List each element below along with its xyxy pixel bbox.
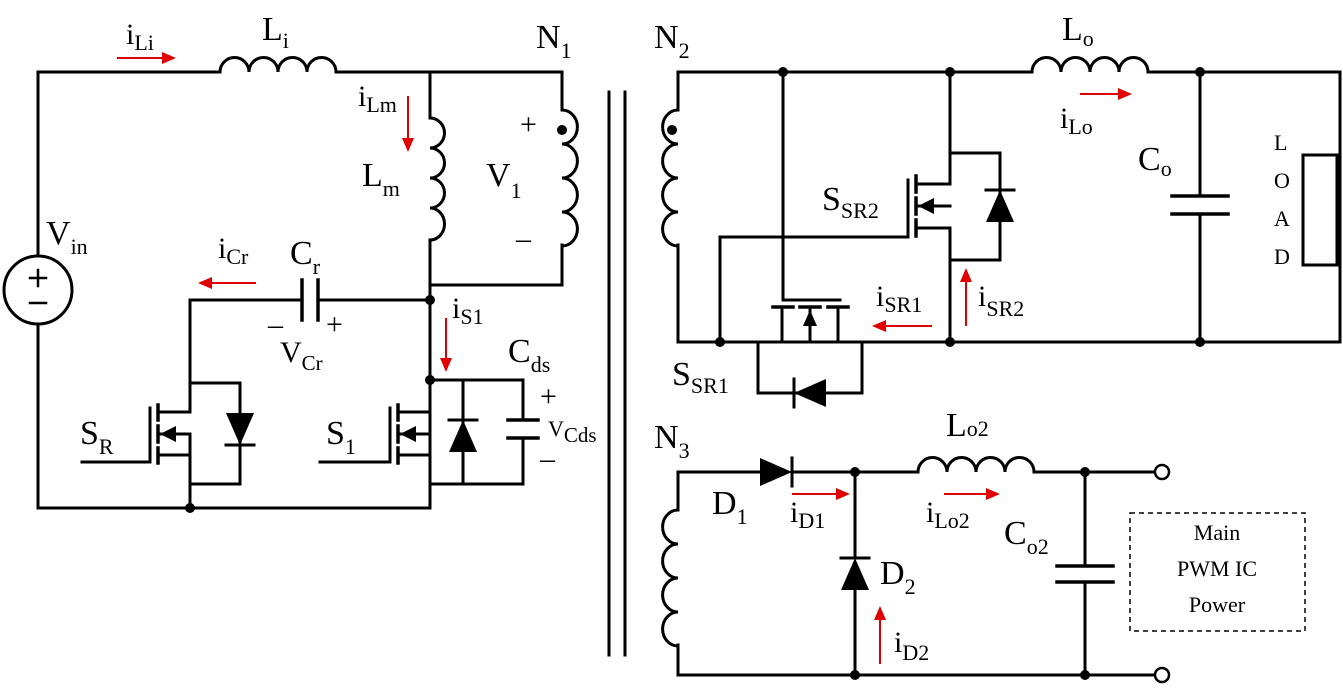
label-lo2: Lo2 bbox=[946, 407, 989, 444]
label-ili: iLi bbox=[126, 18, 154, 55]
capacitor-cr bbox=[300, 278, 320, 322]
label-n1: N1 bbox=[536, 19, 572, 63]
winding-n3 bbox=[661, 508, 680, 648]
label-load-a: A bbox=[1274, 206, 1290, 231]
output-terminal-bottom bbox=[1153, 666, 1171, 684]
arrow-id1 bbox=[792, 488, 850, 500]
pwm-ic-box bbox=[1129, 512, 1306, 632]
label-vcds: VCds bbox=[548, 416, 597, 447]
secondary-circuit-2 bbox=[661, 456, 1306, 684]
label-vcr-minus: – bbox=[267, 308, 284, 341]
arrow-id2 bbox=[874, 606, 886, 664]
label-vin: Vin bbox=[46, 215, 88, 259]
mosfet-ssr2 bbox=[718, 151, 1016, 344]
label-load-o: O bbox=[1274, 168, 1290, 193]
label-load-d: D bbox=[1274, 244, 1290, 269]
arrow-ilm bbox=[402, 96, 414, 152]
output-terminal-top bbox=[1153, 463, 1171, 481]
label-icr: iCr bbox=[218, 232, 249, 269]
arrow-ilo2 bbox=[944, 488, 1000, 500]
inductor-lm bbox=[428, 116, 446, 242]
label-is1: iS1 bbox=[452, 292, 484, 329]
mosfet-ssr1 bbox=[756, 305, 864, 409]
label-co: Co bbox=[1138, 141, 1172, 181]
label-d2: D2 bbox=[880, 555, 916, 599]
secondary-circuit-1 bbox=[661, 56, 1342, 409]
pwm-box-line2: PWM IC bbox=[1177, 556, 1257, 581]
arrow-ilo bbox=[1080, 88, 1132, 100]
diode-d1 bbox=[760, 456, 794, 488]
label-vcr-plus: + bbox=[326, 308, 343, 341]
mosfet-s1 bbox=[318, 375, 540, 486]
label-v1-plus: + bbox=[520, 108, 537, 141]
label-ilo2: iLo2 bbox=[926, 496, 970, 533]
label-ssr1: SSR1 bbox=[672, 356, 729, 398]
capacitor-co2 bbox=[1055, 564, 1115, 584]
arrow-isr2 bbox=[960, 268, 972, 326]
label-n2: N2 bbox=[654, 19, 690, 63]
current-arrows bbox=[117, 52, 1132, 664]
label-isr2: iSR2 bbox=[978, 280, 1024, 321]
label-load-l: L bbox=[1274, 130, 1287, 155]
label-v1: V1 bbox=[486, 157, 522, 203]
label-li: Li bbox=[262, 11, 289, 53]
label-s1: S1 bbox=[326, 415, 356, 459]
polarity-dot-n1 bbox=[557, 125, 567, 135]
arrow-ili bbox=[117, 52, 176, 64]
primary-circuit bbox=[2, 56, 579, 513]
diode-d2 bbox=[839, 556, 871, 590]
inductor-lo2 bbox=[916, 456, 1036, 474]
inductor-lo bbox=[1030, 56, 1150, 74]
label-vcds-plus: + bbox=[540, 380, 557, 413]
label-d1: D1 bbox=[712, 485, 748, 529]
inductor-li bbox=[218, 56, 338, 74]
transformer-core bbox=[607, 90, 627, 657]
winding-n1 bbox=[560, 108, 579, 248]
label-isr1: iSR1 bbox=[876, 280, 922, 317]
label-vcds-minus: – bbox=[539, 442, 556, 475]
label-id1: iD1 bbox=[790, 496, 825, 533]
label-vcr: VCr bbox=[280, 336, 323, 375]
mosfet-sr bbox=[80, 381, 256, 510]
pwm-box-line3: Power bbox=[1189, 592, 1246, 617]
vin-source bbox=[2, 254, 74, 326]
label-sr: SR bbox=[80, 415, 114, 459]
pwm-box-line1: Main bbox=[1194, 520, 1240, 545]
label-id2: iD2 bbox=[894, 626, 929, 665]
label-lm: Lm bbox=[362, 157, 400, 201]
labels: iLi Li N1 N2 iLm Lm V1 + – Vin iCr Cr – … bbox=[46, 11, 1290, 665]
winding-n2 bbox=[661, 108, 680, 248]
label-lo: Lo bbox=[1062, 11, 1094, 51]
load-resistor bbox=[1301, 153, 1339, 267]
arrow-isr1 bbox=[872, 320, 932, 332]
label-co2: Co2 bbox=[1004, 515, 1049, 559]
capacitor-co bbox=[1170, 194, 1230, 216]
polarity-dot-n2 bbox=[667, 125, 677, 135]
arrow-is1 bbox=[440, 318, 452, 372]
label-cr: Cr bbox=[290, 235, 321, 279]
label-ilm: iLm bbox=[358, 80, 397, 117]
label-ssr2: SSR2 bbox=[822, 181, 879, 223]
label-ilo: iLo bbox=[1060, 102, 1093, 139]
label-cds: Cds bbox=[508, 333, 550, 377]
arrow-icr bbox=[198, 277, 256, 289]
label-v1-minus: – bbox=[515, 222, 532, 255]
label-n3: N3 bbox=[654, 419, 690, 463]
